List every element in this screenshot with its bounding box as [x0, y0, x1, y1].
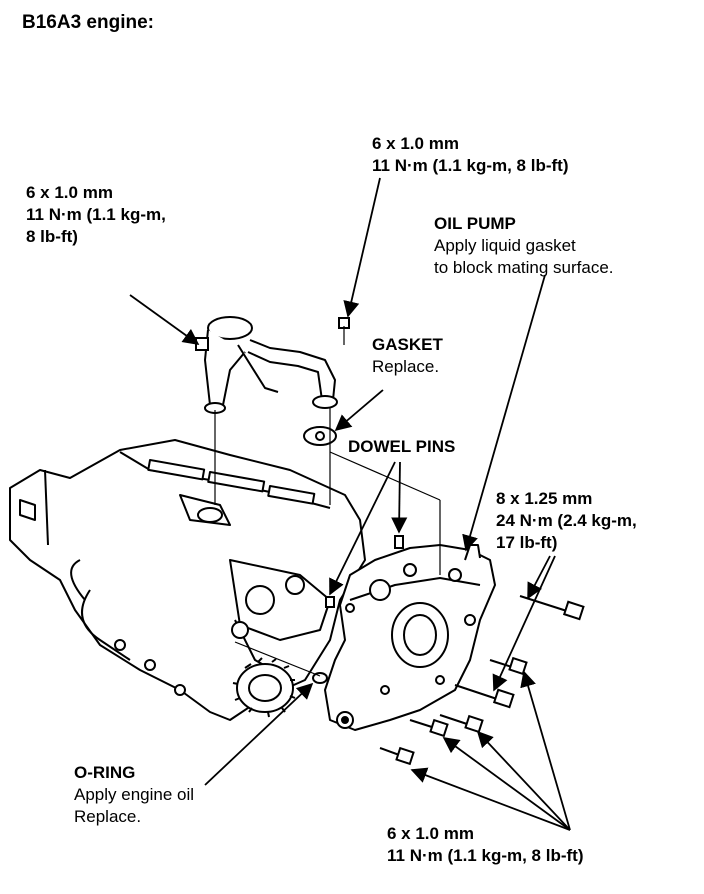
- big-bolt-torque-2: 17 lb-ft): [496, 533, 558, 552]
- oil-pump-name: OIL PUMP: [434, 214, 516, 233]
- o-ring-part: [312, 672, 328, 684]
- gasket-note: Replace.: [372, 357, 440, 376]
- oil-pump-housing: [324, 544, 496, 731]
- bottom-bolt-torque: 11 N·m (1.1 kg-m, 8 lb-ft): [387, 846, 584, 865]
- big-bolt-torque-1: 24 N·m (2.4 kg-m,: [496, 511, 637, 530]
- gasket-part: [303, 426, 337, 446]
- top-bolt-size: 6 x 1.0 mm: [372, 134, 459, 153]
- o-ring-name: O-RING: [74, 763, 136, 782]
- oil-pump-note-1: Apply liquid gasket: [434, 236, 576, 255]
- oil-pump-note-2: to block mating surface.: [434, 258, 614, 277]
- o-ring-note-2: Replace.: [74, 807, 142, 826]
- o-ring-note-1: Apply engine oil: [74, 785, 195, 804]
- page-title: B16A3 engine:: [22, 12, 154, 33]
- callout-oil-pump: OIL PUMP Apply liquid gasket to block ma…: [434, 213, 614, 279]
- oil-strainer-pipe: [204, 316, 338, 414]
- left-bolt-size: 6 x 1.0 mm: [26, 183, 113, 202]
- big-bolt-size: 8 x 1.25 mm: [496, 489, 593, 508]
- top-bolt-torque: 11 N·m (1.1 kg-m, 8 lb-ft): [372, 156, 569, 175]
- left-bolt-torque-1: 11 N·m (1.1 kg-m,: [26, 205, 166, 224]
- callout-big-bolt: 8 x 1.25 mm 24 N·m (2.4 kg-m, 17 lb-ft): [496, 488, 637, 554]
- pump-bolts: [379, 595, 585, 766]
- callout-gasket: GASKET Replace.: [372, 334, 443, 378]
- callout-top-bolt: 6 x 1.0 mm 11 N·m (1.1 kg-m, 8 lb-ft): [372, 133, 568, 177]
- dowel-pins: [325, 535, 404, 608]
- gasket-name: GASKET: [372, 335, 443, 354]
- engine-block: [9, 439, 366, 721]
- callout-left-bolt: 6 x 1.0 mm 11 N·m (1.1 kg-m, 8 lb-ft): [26, 182, 166, 248]
- bottom-bolt-size: 6 x 1.0 mm: [387, 824, 474, 843]
- crankshaft-gear: [232, 657, 296, 718]
- callout-dowel-pins: DOWEL PINS: [348, 436, 455, 458]
- callout-o-ring: O-RING Apply engine oil Replace.: [74, 762, 194, 828]
- guide-lines: [214, 326, 441, 677]
- left-bolt-torque-2: 8 lb-ft): [26, 227, 78, 246]
- dowel-pins-name: DOWEL PINS: [348, 437, 456, 456]
- leader-arrows: [129, 177, 571, 831]
- callout-bottom-bolt: 6 x 1.0 mm 11 N·m (1.1 kg-m, 8 lb-ft): [387, 823, 583, 867]
